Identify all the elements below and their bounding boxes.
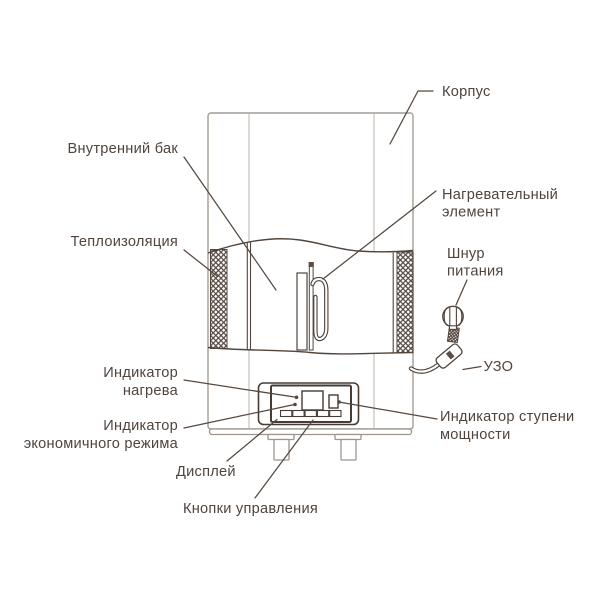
label-heating-element-2: элемент — [442, 205, 500, 221]
label-power-level-2: мощности — [440, 427, 510, 443]
control-button — [316, 409, 330, 418]
label-heating-indicator-1: Индикатор — [103, 365, 178, 381]
leader-inner-tank — [183, 156, 277, 291]
label-display: Дисплей — [176, 464, 236, 480]
insulation-block-left — [210, 249, 228, 349]
cutaway-top-wave — [207, 238, 414, 254]
label-power-cord-2: питания — [447, 264, 504, 280]
label-heating-element-1: Нагревательный — [442, 187, 558, 203]
leader-heating-indicator — [183, 379, 297, 398]
leader-power-cord — [455, 279, 468, 306]
leader-insulation — [183, 249, 218, 277]
label-heating-indicator-2: нагрева — [123, 383, 179, 399]
left-pipe — [267, 433, 295, 461]
leader-display — [226, 418, 278, 462]
right-pipe — [334, 433, 362, 461]
control-button — [329, 409, 342, 418]
inner-tank-wall-left — [246, 242, 252, 350]
heating-element — [296, 262, 329, 351]
element-flange-tube — [296, 272, 308, 351]
label-power-level-1: Индикатор ступени — [440, 409, 574, 425]
control-button — [304, 409, 317, 418]
anode-rod — [308, 265, 314, 351]
label-insulation: Теплоизоляция — [71, 234, 178, 250]
control-button — [292, 409, 305, 418]
insulation-block-right — [396, 251, 414, 353]
button-row — [279, 409, 342, 418]
leader-korpus — [389, 90, 434, 145]
cord-inner — [409, 363, 440, 373]
display-screen — [301, 390, 324, 411]
control-panel — [257, 382, 360, 426]
control-button — [279, 409, 293, 418]
leader-heating-element — [322, 190, 437, 280]
label-power-cord-1: Шнур — [447, 246, 485, 262]
label-rcd: УЗО — [484, 359, 514, 375]
leader-dot — [294, 395, 299, 400]
leader-buttons — [254, 419, 314, 499]
label-korpus: Корпус — [442, 84, 491, 100]
label-eco-indicator-1: Индикатор — [103, 418, 178, 434]
leader-rcd — [462, 365, 482, 371]
power-level-lamp — [328, 394, 339, 409]
anode-cap — [308, 262, 314, 267]
leader-power-level — [338, 401, 438, 420]
cutaway-bottom-wave — [207, 346, 414, 355]
rcd-device — [435, 343, 463, 369]
leader-eco-indicator — [183, 403, 296, 429]
heating-tube-inner — [311, 278, 328, 341]
leader-dot — [293, 402, 297, 407]
leader-dot — [337, 400, 341, 404]
power-plug — [442, 305, 464, 330]
bottom-cap — [208, 428, 413, 436]
label-inner-tank: Внутренний бак — [67, 141, 178, 157]
label-control-buttons: Кнопки управления — [183, 501, 318, 517]
power-cord-assembly — [408, 305, 464, 374]
label-eco-indicator-2: экономичного режима — [24, 436, 179, 452]
leader-lines — [183, 90, 482, 499]
labels: Корпус Внутренний бак Теплоизоляция Нагр… — [24, 84, 575, 517]
